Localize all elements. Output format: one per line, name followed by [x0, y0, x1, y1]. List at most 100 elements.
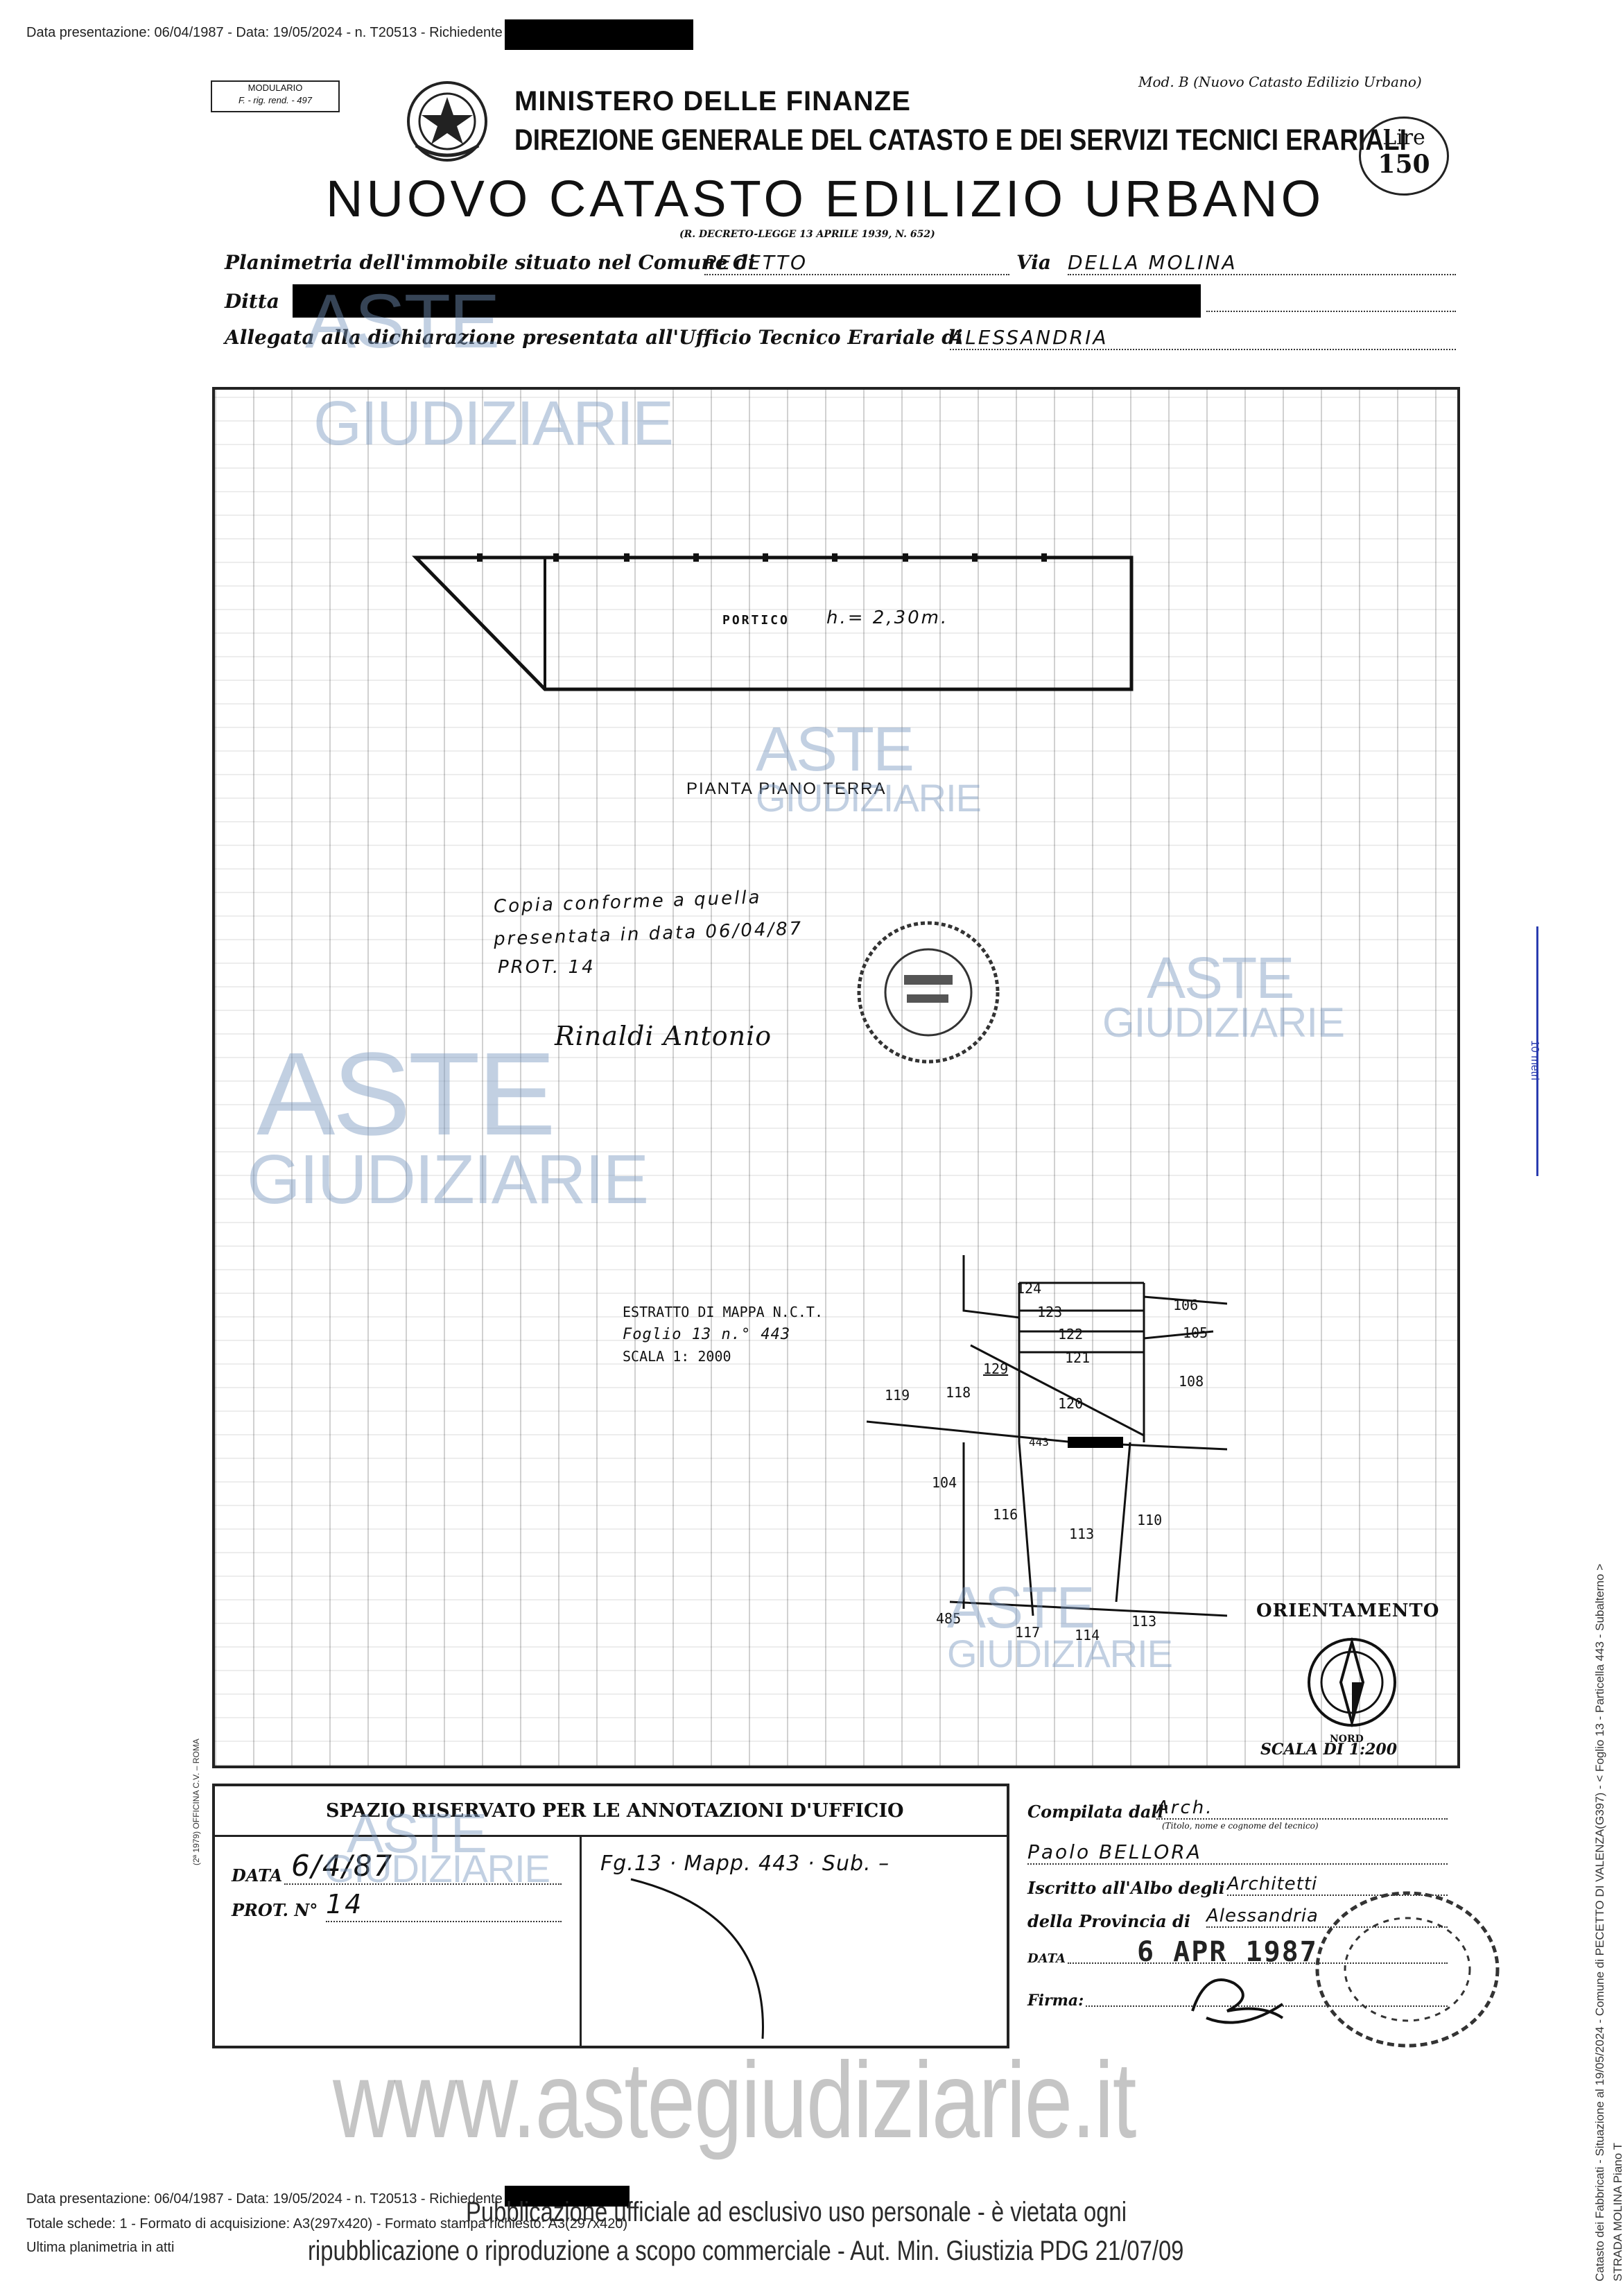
footer-line1: Data presentazione: 06/04/1987 - Data: 1…: [26, 2191, 503, 2207]
data2-line: [1068, 1962, 1448, 1964]
watermark-giudiziarie-5: GIUDIZIARIE: [947, 1632, 1173, 1675]
watermark-aste-4: ASTE: [257, 1028, 556, 1160]
firma-label: Firma:: [1027, 1992, 1084, 2010]
office-data-label: DATA: [232, 1865, 283, 1885]
vertical-address-info: STRADA MOLINA Piano T: [1611, 2143, 1623, 2281]
ufficio-value: ALESSANDRIA: [950, 326, 1456, 350]
modulario-code: F. - rig. rend. - 497: [238, 95, 312, 105]
map-num-114: 114: [1075, 1627, 1100, 1643]
map-num-485: 485: [936, 1610, 962, 1627]
modulario-box: MODULARIO F. - rig. rend. - 497: [211, 80, 340, 112]
map-num-119: 119: [885, 1387, 910, 1404]
data2-stamp-value: 6 APR 1987: [1137, 1936, 1318, 1968]
map-num-122: 122: [1058, 1326, 1084, 1343]
copia-note-prot: PROT. 14: [498, 957, 596, 978]
data2-label: DATA: [1027, 1951, 1066, 1966]
firma-line: [1086, 2005, 1448, 2007]
decreto-note: (R. DECRETO-LEGGE 13 APRILE 1939, N. 652…: [679, 229, 935, 240]
office-stamp-icon: [857, 921, 1000, 1064]
watermark-aste-3: ASTE: [1147, 945, 1294, 1010]
office-column-divider: [580, 1835, 582, 2048]
architect-stamp-icon: [1315, 1891, 1500, 2048]
modulario-label: MODULARIO: [248, 83, 303, 93]
estratto-line2: Foglio 13 n.° 443: [623, 1326, 791, 1343]
office-prot-value: 14: [326, 1889, 364, 1919]
printer-note: (2ª 1979) OFFICINA C.V. – ROMA: [191, 1738, 201, 1865]
compilata-label: Compilata dall': [1027, 1802, 1169, 1822]
ministero-title: MINISTERO DELLE FINANZE: [514, 86, 911, 116]
map-num-120: 120: [1058, 1395, 1084, 1412]
map-num-129: 129: [983, 1361, 1009, 1377]
republic-emblem-icon: [402, 76, 492, 166]
tecnico-name: Paolo BELLORA: [1027, 1840, 1448, 1865]
pianta-title: PIANTA PIANO TERRA: [686, 779, 887, 798]
footer-line2: Totale schede: 1 - Formato di acquisizio…: [26, 2216, 628, 2232]
portico-height: h.= 2,30m.: [826, 607, 949, 628]
via-label: Via: [1016, 251, 1052, 274]
redacted-ditta: [293, 284, 1201, 318]
mod-b-label: Mod. B (Nuovo Catasto Edilizio Urbano): [1138, 74, 1422, 90]
footer-publication-line1: Pubblicazione ufficiale ad esclusivo uso…: [466, 2197, 1127, 2227]
watermark-giudiziarie-4: GIUDIZIARIE: [247, 1141, 649, 1218]
lire-stamp: Lire 150: [1359, 116, 1449, 196]
map-num-113a: 113: [1069, 1526, 1095, 1542]
redacted-requester: [505, 19, 693, 50]
footer-line3: Ultima planimetria in atti: [26, 2240, 175, 2255]
provincia-label: della Provincia di: [1027, 1911, 1190, 1931]
lire-label: Lire: [1382, 126, 1425, 150]
map-extract-drawing: [867, 1255, 1227, 1617]
ditta-label: Ditta: [225, 290, 279, 313]
ditta-line: [1206, 311, 1456, 312]
office-foglio-text: Fg.13 · Mapp. 443 · Sub. –: [600, 1852, 890, 1876]
ten-meter-scale-bar: [1536, 926, 1538, 1176]
portico-label: PORTICO: [722, 613, 790, 628]
titolo-note: (Titolo, nome e cognome del tecnico): [1162, 1821, 1319, 1831]
document-title: NUOVO CATASTO EDILIZIO URBANO: [326, 170, 1325, 227]
map-num-110: 110: [1137, 1512, 1163, 1528]
map-num-443: 443: [1029, 1435, 1049, 1449]
estratto-line3: SCALA 1: 2000: [623, 1348, 731, 1365]
provincia-value: Alessandria: [1206, 1906, 1448, 1928]
map-num-118: 118: [946, 1384, 971, 1401]
map-num-117: 117: [1015, 1624, 1041, 1641]
office-arc-marking: [630, 1878, 764, 2039]
office-data-line: [284, 1883, 562, 1885]
map-num-113b: 113: [1131, 1613, 1157, 1630]
header-presentation-line: Data presentazione: 06/04/1987 - Data: 1…: [26, 25, 503, 40]
watermark-aste-6: ASTE: [347, 1802, 487, 1864]
map-num-104: 104: [932, 1474, 957, 1491]
signature-rinaldi: Rinaldi Antonio: [555, 1021, 772, 1051]
scala-label: SCALA DI 1:200: [1260, 1741, 1398, 1759]
watermark-giudiziarie-1: GIUDIZIARIE: [313, 389, 674, 458]
direzione-title: DIREZIONE GENERALE DEL CATASTO E DEI SER…: [514, 123, 1407, 157]
plan-grid: [212, 387, 1460, 1768]
comune-value: PECETTO: [704, 251, 1009, 275]
vertical-cadastral-info: Catasto dei Fabbricati - Situazione al 1…: [1593, 1564, 1606, 2281]
firma-signature-icon: [1191, 1978, 1284, 2024]
nord-label: NORD: [1330, 1734, 1364, 1745]
watermark-giudiziarie-6: GIUDIZIARIE: [324, 1847, 550, 1890]
compass-icon: [1308, 1637, 1396, 1728]
watermark-aste-5: ASTE: [947, 1575, 1095, 1640]
office-prot-label: PROT. N°: [232, 1900, 318, 1920]
ten-meter-label: 10 metri: [1529, 1040, 1540, 1080]
footer-publication-line2: ripubblicazione o riproduzione a scopo c…: [308, 2236, 1184, 2266]
iscritto-label: Iscritto all'Albo degli: [1027, 1878, 1225, 1898]
map-num-116: 116: [993, 1506, 1018, 1523]
via-value: DELLA MOLINA: [1068, 251, 1456, 275]
portico-drawing: [412, 553, 1134, 691]
office-data-value: 6/4/87: [291, 1849, 394, 1883]
watermark-site: www.astegiudiziarie.it: [333, 2040, 1136, 2161]
office-heading: SPAZIO RISERVATO PER LE ANNOTAZIONI D'UF…: [326, 1800, 904, 1822]
orientamento-label: ORIENTAMENTO: [1256, 1600, 1440, 1621]
estratto-line1: ESTRATTO DI MAPPA N.C.T.: [623, 1304, 823, 1320]
watermark-aste-1: ASTE: [305, 279, 500, 364]
watermark-giudiziarie-3: GIUDIZIARIE: [1102, 999, 1345, 1046]
watermark-giudiziarie-2: GIUDIZIARIE: [756, 776, 982, 820]
office-annotations-box: [212, 1784, 1009, 2048]
map-num-124: 124: [1016, 1280, 1042, 1297]
compilata-value: Arch.: [1156, 1797, 1448, 1820]
iscritto-value: Architetti: [1227, 1874, 1448, 1896]
allegata-label: Allegata alla dichiarazione presentata a…: [225, 326, 963, 349]
lire-value: 150: [1378, 150, 1430, 179]
